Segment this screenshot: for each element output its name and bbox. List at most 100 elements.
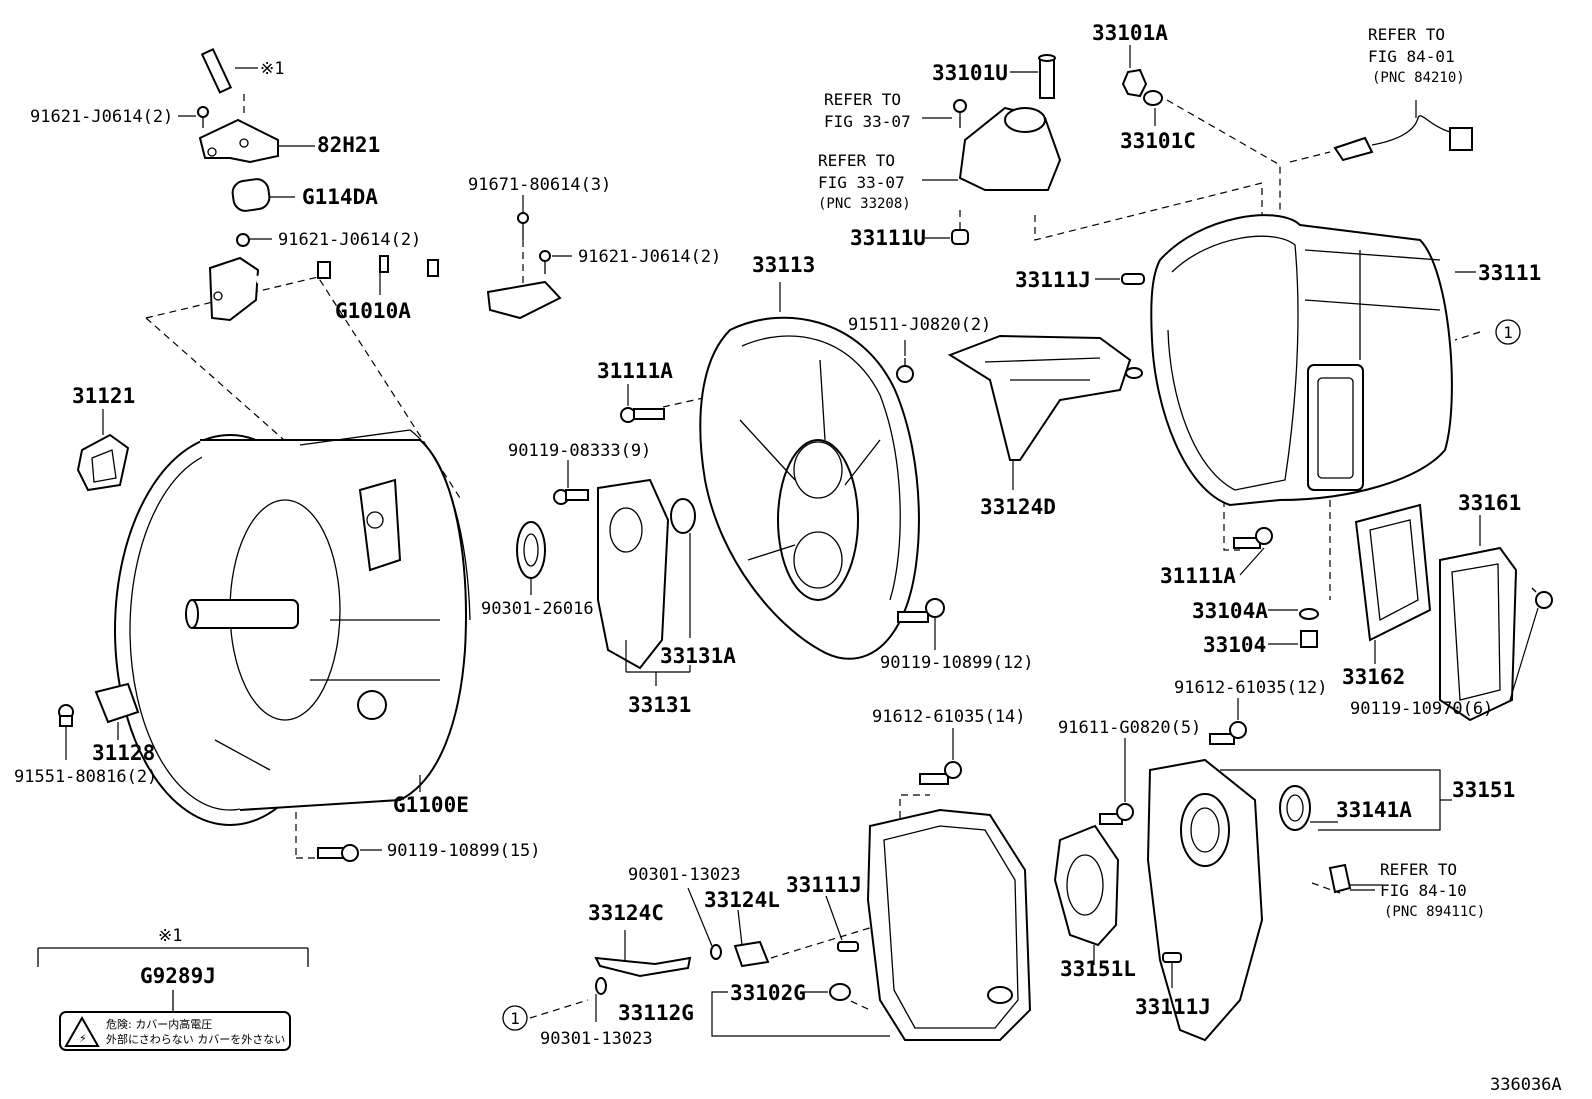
clutch-housing-33113-part — [699, 316, 920, 660]
label-33124D: 33124D — [980, 495, 1056, 519]
pin-33111J-top-part — [1121, 273, 1145, 285]
label-G114DA: G114DA — [302, 185, 378, 209]
refer-fig-84-10-line2: FIG 84-10 — [1380, 881, 1467, 900]
leader-lines — [65, 45, 1539, 1037]
label-33124C: 33124C — [588, 901, 664, 925]
refer-fig-33-07-b-line1: REFER TO — [818, 151, 895, 170]
oil-seal-33151L-part — [1053, 824, 1120, 947]
bolt-91611-part — [1099, 803, 1134, 825]
bolt-90119-15-part — [317, 844, 359, 862]
note-mark-box: ※1 — [158, 926, 182, 946]
refer-fig-33-07-a-line1: REFER TO — [824, 90, 901, 109]
transmission-case-33111-part — [1150, 214, 1453, 507]
circle-reference-1-left-text: 1 — [510, 1009, 520, 1028]
label-91511-J0820: 91511-J0820(2) — [848, 315, 991, 335]
figure-id: 336036A — [1490, 1075, 1562, 1095]
bolt-91612-14-part — [919, 761, 962, 785]
label-90119-10970: 90119-10970(6) — [1350, 699, 1493, 719]
label-90119-08333: 90119-08333(9) — [508, 441, 651, 461]
label-90301-13023-top: 90301-13023 — [628, 865, 741, 885]
plug-33104-part — [1299, 608, 1319, 648]
bolt-90119-08333-part — [553, 489, 589, 505]
label-90119-10899-12: 90119-10899(12) — [880, 653, 1034, 673]
refer-fig-84-10-line1: REFER TO — [1380, 860, 1457, 879]
label-33111: 33111 — [1478, 261, 1541, 285]
refer-fig-84-01-line3: (PNC 84210) — [1372, 70, 1465, 86]
label-kit-G9289J-box: ⚡ — [37, 947, 309, 1051]
label-91621-J0614-right: 91621-J0614(2) — [578, 247, 721, 267]
refer-fig-33-07-b-line2: FIG 33-07 — [818, 173, 905, 192]
label-G1100E: G1100E — [393, 793, 469, 817]
bottom-small-parts — [594, 940, 859, 1001]
label-90301-13023-bottom: 90301-13023 — [540, 1029, 653, 1049]
part-labels: ※1 91621-J0614(2) 82H21 G114DA 91621-J06… — [14, 21, 1562, 1095]
sensor-84210-part — [1333, 115, 1473, 162]
circle-reference-1-left: 1 — [502, 1005, 528, 1031]
label-G9289J: G9289J — [140, 964, 216, 988]
label-33151L: 33151L — [1060, 957, 1136, 981]
label-33161: 33161 — [1458, 491, 1521, 515]
label-33131: 33131 — [628, 693, 691, 717]
adapter-33151-part — [1146, 758, 1352, 1042]
bolt-91551-part — [58, 704, 74, 727]
bolt-91612-12-part — [1209, 721, 1247, 745]
label-33104A: 33104A — [1192, 599, 1268, 623]
shift-cover-part — [951, 54, 1062, 245]
label-33131A: 33131A — [660, 644, 736, 668]
label-31121: 31121 — [72, 384, 135, 408]
extension-housing-33102G-part — [866, 808, 1032, 1041]
cover-31121-part — [76, 433, 130, 492]
warning-label-line1: 危険: カバー内高電圧 — [106, 1017, 212, 1031]
label-33111U: 33111U — [850, 226, 926, 250]
oil-seal-90301-26016-part — [516, 521, 546, 579]
refer-fig-84-10-line3: (PNC 89411C) — [1384, 904, 1485, 920]
refer-fig-84-01-line2: FIG 84-01 — [1368, 47, 1455, 66]
label-33151: 33151 — [1452, 778, 1515, 802]
refer-fig-84-01-line1: REFER TO — [1368, 25, 1445, 44]
label-91551-80816: 91551-80816(2) — [14, 767, 157, 787]
label-33104: 33104 — [1203, 633, 1266, 657]
label-33111J-bottom: 33111J — [1135, 995, 1211, 1019]
label-33141A: 33141A — [1336, 798, 1412, 822]
label-91621-J0614-mid: 91621-J0614(2) — [278, 230, 421, 250]
label-33112G: 33112G — [618, 1001, 694, 1025]
label-33113: 33113 — [752, 253, 815, 277]
label-31111A: 31111A — [597, 359, 673, 383]
note-mark-top: ※1 — [260, 59, 284, 79]
label-31128: 31128 — [92, 741, 155, 765]
bracket-33124D-part — [947, 334, 1143, 461]
label-91612-61035-14: 91612-61035(14) — [872, 707, 1026, 727]
plate-31128-part — [94, 682, 140, 724]
label-33102G: 33102G — [730, 981, 806, 1005]
label-90301-26016: 90301-26016 — [481, 599, 594, 619]
gasket-33162-part — [1354, 503, 1432, 642]
label-33111J-mid: 33111J — [786, 873, 862, 897]
label-82H21: 82H21 — [317, 133, 380, 157]
bolt-31111A-part — [620, 407, 665, 423]
warning-label-line2: 外部にさわらない カバーを外さない — [106, 1032, 285, 1046]
transmission-case-G1100E-part — [114, 429, 471, 826]
bolt-90119-10970-part — [1531, 587, 1553, 609]
retainer-33131-part — [597, 478, 696, 670]
label-33101U: 33101U — [932, 61, 1008, 85]
label-33162: 33162 — [1342, 665, 1405, 689]
label-91671-80614: 91671-80614(3) — [468, 175, 611, 195]
cover-33161-part — [1439, 546, 1518, 722]
grommet-G114DA-part — [231, 178, 271, 212]
warning-lightning-icon: ⚡ — [79, 1032, 87, 1045]
bolt-31111A-right-part — [1233, 527, 1273, 549]
label-33101A: 33101A — [1092, 21, 1168, 45]
label-33124L: 33124L — [704, 888, 780, 912]
circle-reference-1-right: 1 — [1495, 319, 1521, 345]
label-33111J-top: 33111J — [1015, 268, 1091, 292]
label-91621-J0614-top: 91621-J0614(2) — [30, 107, 173, 127]
label-91611-G0820: 91611-G0820(5) — [1058, 718, 1201, 738]
refer-fig-33-07-b-line3: (PNC 33208) — [818, 196, 911, 212]
label-31111A-right: 31111A — [1160, 564, 1236, 588]
label-G1010A: G1010A — [335, 299, 411, 323]
label-90119-10899-15: 90119-10899(15) — [387, 841, 541, 861]
circle-reference-1-right-text: 1 — [1503, 323, 1513, 342]
label-91612-61035-12: 91612-61035(12) — [1174, 678, 1328, 698]
refer-fig-33-07-a-line2: FIG 33-07 — [824, 112, 911, 131]
